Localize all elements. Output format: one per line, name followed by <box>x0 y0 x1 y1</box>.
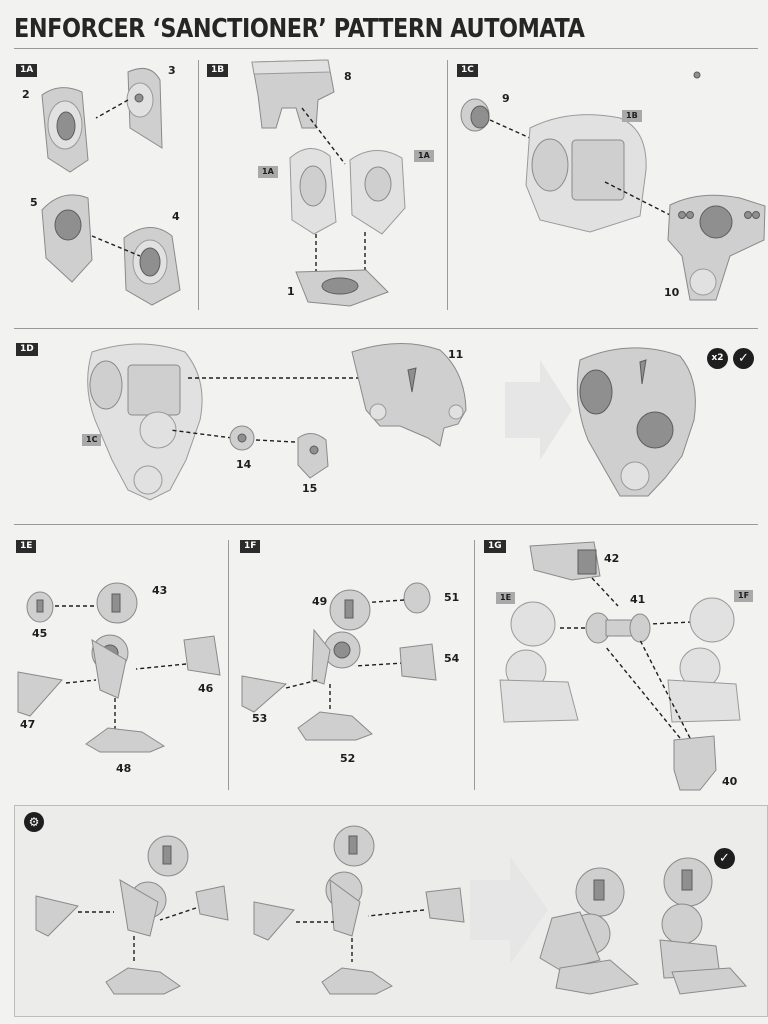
leg-1e-assembly <box>499 601 579 723</box>
step-label-1g: 1G <box>484 540 506 553</box>
divider <box>447 60 448 310</box>
finished-leg-front <box>539 867 640 995</box>
ref-tag-1e: 1E <box>496 592 516 604</box>
divider <box>474 540 475 790</box>
part-number-42: 42 <box>604 552 620 565</box>
repeat-x2-badge: x2 <box>707 348 728 369</box>
part-number-4: 4 <box>172 210 180 223</box>
part-4-ring <box>123 227 181 306</box>
step-label-1d: 1D <box>16 343 38 356</box>
part-2-shell <box>41 87 89 173</box>
part-5-plate <box>41 194 93 283</box>
part-48-foot <box>85 727 166 753</box>
body-1b-assembly <box>525 114 647 233</box>
part-number-43: 43 <box>152 584 168 597</box>
part-number-53: 53 <box>252 712 268 725</box>
part-number-10: 10 <box>664 286 680 299</box>
divider <box>14 328 758 329</box>
part-46-foot <box>183 635 221 676</box>
part-1a-right-copy <box>349 150 406 235</box>
part-number-2: 2 <box>22 88 30 101</box>
part-number-45: 45 <box>32 627 48 640</box>
part-49-leg <box>311 589 371 685</box>
finished-torso <box>576 347 696 497</box>
part-51-cap <box>403 582 431 614</box>
gears-icon: ⚙ <box>24 812 44 832</box>
part-42-knee <box>529 541 601 581</box>
part-number-11: 11 <box>448 348 464 361</box>
part-number-15: 15 <box>302 482 318 495</box>
part-8-bracket <box>251 59 335 129</box>
part-15-arm <box>297 433 329 479</box>
step-label-1b: 1B <box>207 64 229 77</box>
part-53-shield <box>241 675 288 713</box>
part-11-cover <box>351 343 467 447</box>
part-number-54: 54 <box>444 652 460 665</box>
part-3-disc <box>126 67 163 149</box>
ref-tag-1f: 1F <box>734 590 754 602</box>
part-1a-left-copy <box>289 148 337 235</box>
part-54-foot <box>399 643 437 681</box>
part-40-plate <box>673 735 717 791</box>
part-number-14: 14 <box>236 458 252 471</box>
ref-tag-1b: 1B <box>622 110 642 122</box>
divider <box>14 48 758 49</box>
final-leg-right <box>253 825 465 995</box>
part-number-40: 40 <box>722 775 738 788</box>
part-number-47: 47 <box>20 718 36 731</box>
part-1-base <box>295 269 389 307</box>
step-label-1f: 1F <box>240 540 261 553</box>
part-43-leg <box>91 582 138 699</box>
ref-tag-1a-right: 1A <box>414 150 434 162</box>
part-number-41: 41 <box>630 593 646 606</box>
final-leg-left <box>35 835 229 995</box>
finished-leg-back <box>659 857 748 995</box>
part-14-joint <box>229 425 255 451</box>
part-number-51: 51 <box>444 591 460 604</box>
part-number-8: 8 <box>344 70 352 83</box>
page-title: ENFORCER ‘SANCTIONER’ PATTERN AUTOMATA <box>14 14 585 44</box>
divider <box>198 60 199 310</box>
part-number-52: 52 <box>340 752 356 765</box>
part-47-shield <box>17 671 63 717</box>
part-9-cap <box>460 98 490 132</box>
part-52-foot <box>297 711 373 741</box>
part-number-49: 49 <box>312 595 328 608</box>
step-label-1c: 1C <box>457 64 478 77</box>
part-number-48: 48 <box>116 762 132 775</box>
ref-tag-1c: 1C <box>82 434 102 446</box>
part-number-1: 1 <box>287 285 295 298</box>
part-number-46: 46 <box>198 682 214 695</box>
part-41-axle <box>585 612 651 644</box>
part-number-5: 5 <box>30 196 38 209</box>
leg-1f-assembly <box>667 597 741 723</box>
part-number-3: 3 <box>168 64 176 77</box>
ref-tag-1a-left: 1A <box>258 166 278 178</box>
divider <box>14 524 758 525</box>
part-45-cap <box>26 591 54 623</box>
step-label-1a: 1A <box>16 64 38 77</box>
body-1c-assembly <box>87 343 203 501</box>
checkmark-icon: ✓ <box>714 848 735 869</box>
checkmark-icon: ✓ <box>733 348 754 369</box>
step-label-1e: 1E <box>16 540 37 553</box>
part-10-hip <box>667 194 766 301</box>
part-number-9: 9 <box>502 92 510 105</box>
divider <box>228 540 229 790</box>
